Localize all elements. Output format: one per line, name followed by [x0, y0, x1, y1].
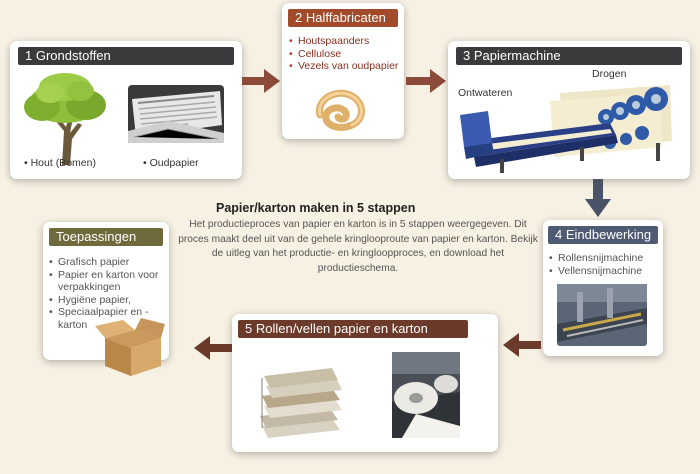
ontwateren-label: Ontwateren: [458, 87, 513, 99]
arrow-step1-to-step2: [242, 69, 280, 93]
step2-title: 2 Halffabricaten: [288, 9, 398, 27]
arrow-step3-to-step4: [585, 179, 611, 217]
applications-card[interactable]: Toepassingen Grafisch papier Papier en k…: [43, 222, 169, 376]
page-title: Papier/karton maken in 5 stappen: [216, 201, 416, 215]
list-item: Vezels van oudpapier: [289, 60, 401, 73]
tree-label: • Hout (Bomen): [24, 157, 96, 169]
wood-shaving-icon: [316, 89, 365, 131]
drogen-label: Drogen: [592, 68, 627, 80]
arrow-step4-to-step5: [503, 333, 541, 357]
list-item: Cellulose: [289, 48, 401, 61]
cardboard-box-icon: [95, 318, 165, 376]
paper-machine-icon: [460, 85, 672, 173]
oudpapier-label: • Oudpapier: [143, 157, 199, 169]
list-item: Papier en karton voor verpakkingen: [49, 269, 167, 294]
step5-title: 5 Rollen/vellen papier en karton: [238, 320, 468, 338]
applications-title: Toepassingen: [49, 228, 163, 246]
step4-title: 4 Eindbewerking: [548, 226, 658, 244]
list-item: Hygiëne papier,: [49, 294, 167, 307]
step1-card[interactable]: 1 Grondstoffen • Hout (Bomen) • Oudpapie…: [10, 41, 242, 179]
list-item: Grafisch papier: [49, 256, 167, 269]
step2-items: Houtspaanders Cellulose Vezels van oudpa…: [289, 35, 401, 73]
cutting-machine-photo: [557, 284, 647, 346]
list-item: Rollensnijmachine: [549, 252, 661, 265]
step2-card[interactable]: 2 Halffabricaten Houtspaanders Cellulose…: [282, 3, 404, 139]
list-item: Houtspaanders: [289, 35, 401, 48]
description-text: Het productieproces van papier en karton…: [178, 219, 538, 274]
applications-items: Grafisch papier Papier en karton voor ve…: [49, 256, 167, 331]
step3-title: 3 Papiermachine: [456, 47, 682, 65]
arrow-step2-to-step3: [406, 69, 446, 93]
list-item: Vellensnijmachine: [549, 265, 661, 278]
step5-card[interactable]: 5 Rollen/vellen papier en karton: [232, 314, 498, 452]
newspaper-icon: [128, 85, 224, 143]
step4-card[interactable]: 4 Eindbewerking Rollensnijmachine Vellen…: [543, 220, 663, 356]
paper-stack-icon: [260, 368, 342, 438]
step1-title: 1 Grondstoffen: [18, 47, 234, 65]
paper-roll-photo: [392, 352, 460, 438]
step3-card[interactable]: 3 Papiermachine Drogen Ontwateren: [448, 41, 690, 179]
list-item: Speciaalpapier en -karton: [49, 306, 167, 331]
tree-icon: [24, 73, 106, 165]
arrow-step5-to-applications: [194, 336, 232, 360]
step4-items: Rollensnijmachine Vellensnijmachine: [549, 252, 661, 277]
